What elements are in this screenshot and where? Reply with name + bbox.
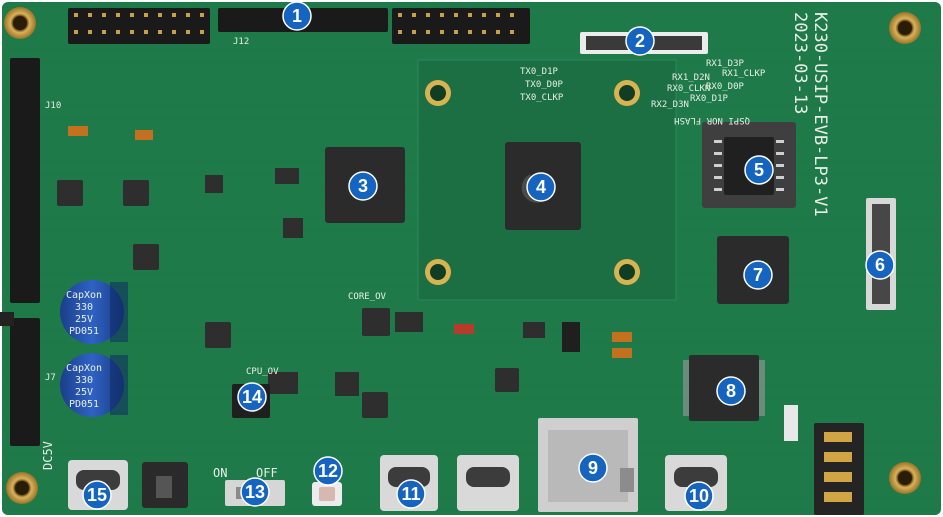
callout-2: 2 bbox=[625, 26, 655, 56]
capacitor-label-1: CapXon 330 25V PD051 bbox=[66, 290, 102, 337]
svg-text:14: 14 bbox=[242, 387, 262, 407]
svg-text:J7: J7 bbox=[45, 373, 56, 383]
svg-text:J12: J12 bbox=[233, 37, 249, 47]
svg-text:J10: J10 bbox=[45, 101, 61, 111]
svg-text:CPU_OV: CPU_OV bbox=[246, 367, 279, 377]
svg-text:RX1_D2N: RX1_D2N bbox=[672, 73, 710, 83]
svg-text:ON: ON bbox=[213, 466, 227, 480]
svg-text:8: 8 bbox=[726, 381, 736, 401]
svg-text:DC5V: DC5V bbox=[41, 441, 55, 470]
svg-text:2: 2 bbox=[635, 31, 645, 51]
svg-text:330: 330 bbox=[75, 302, 93, 313]
svg-text:330: 330 bbox=[75, 375, 93, 386]
callout-4: 4 bbox=[526, 172, 556, 202]
callout-6: 6 bbox=[865, 250, 895, 280]
svg-text:TX0_D1P: TX0_D1P bbox=[520, 67, 559, 77]
callout-15: 15 bbox=[82, 480, 112, 510]
jumper-block bbox=[814, 423, 864, 515]
svg-text:RX0_CLKN: RX0_CLKN bbox=[667, 84, 710, 94]
callout-1: 1 bbox=[282, 1, 312, 31]
callout-7: 7 bbox=[743, 260, 773, 290]
callout-8: 8 bbox=[716, 376, 746, 406]
svg-text:CapXon: CapXon bbox=[66, 363, 102, 374]
svg-text:PD051: PD051 bbox=[69, 326, 99, 337]
svg-text:13: 13 bbox=[245, 482, 265, 502]
svg-text:7: 7 bbox=[753, 265, 763, 285]
callout-14: 14 bbox=[237, 382, 267, 412]
sd-card-slot bbox=[538, 418, 638, 512]
svg-text:OFF: OFF bbox=[256, 466, 278, 480]
svg-text:RX0_D1P: RX0_D1P bbox=[690, 94, 729, 104]
svg-text:QSPI NOR FLASH: QSPI NOR FLASH bbox=[674, 115, 750, 125]
svg-text:4: 4 bbox=[536, 177, 546, 197]
svg-text:PD051: PD051 bbox=[69, 399, 99, 410]
svg-text:TX0_CLKP: TX0_CLKP bbox=[520, 93, 564, 103]
callout-5: 5 bbox=[744, 155, 774, 185]
svg-text:6: 6 bbox=[875, 255, 885, 275]
usb-c-port-2 bbox=[457, 455, 519, 511]
callout-12: 12 bbox=[313, 456, 343, 486]
svg-text:RX0_D0P: RX0_D0P bbox=[706, 82, 745, 92]
svg-text:10: 10 bbox=[689, 486, 709, 506]
callout-11: 11 bbox=[396, 479, 426, 509]
svg-text:CapXon: CapXon bbox=[66, 290, 102, 301]
electrolytic-capacitors bbox=[60, 280, 128, 417]
svg-text:9: 9 bbox=[588, 458, 598, 478]
callout-9: 9 bbox=[578, 453, 608, 483]
svg-text:RX2_D3N: RX2_D3N bbox=[651, 100, 689, 110]
capacitor-label-2: CapXon 330 25V PD051 bbox=[66, 363, 102, 410]
svg-text:25V: 25V bbox=[75, 314, 93, 325]
callout-badges: 1 2 3 4 5 6 7 8 9 10 11 12 13 14 15 bbox=[82, 1, 895, 511]
svg-text:1: 1 bbox=[292, 6, 302, 26]
svg-text:5: 5 bbox=[754, 160, 764, 180]
callout-13: 13 bbox=[240, 477, 270, 507]
svg-text:CORE_OV: CORE_OV bbox=[348, 292, 387, 302]
callout-10: 10 bbox=[684, 481, 714, 511]
svg-text:11: 11 bbox=[401, 484, 420, 504]
mounting-holes bbox=[4, 7, 921, 504]
svg-text:RX1_CLKP: RX1_CLKP bbox=[722, 69, 766, 79]
svg-text:TX0_D0P: TX0_D0P bbox=[525, 80, 564, 90]
svg-text:2023-03-13: 2023-03-13 bbox=[790, 12, 810, 114]
svg-text:25V: 25V bbox=[75, 387, 93, 398]
callout-3: 3 bbox=[348, 171, 378, 201]
left-pin-header bbox=[0, 58, 40, 446]
silkscreen: J12 J10 J7 TX0_D1P TX0_D0P TX0_CLKP RX1_… bbox=[41, 12, 830, 480]
push-button bbox=[312, 482, 342, 506]
svg-text:12: 12 bbox=[318, 461, 338, 481]
svg-text:15: 15 bbox=[87, 485, 107, 505]
svg-text:K230-USIP-EVB-LP3-V1: K230-USIP-EVB-LP3-V1 bbox=[810, 12, 830, 217]
svg-text:RX1_D3P: RX1_D3P bbox=[706, 59, 745, 69]
svg-text:3: 3 bbox=[358, 176, 368, 196]
